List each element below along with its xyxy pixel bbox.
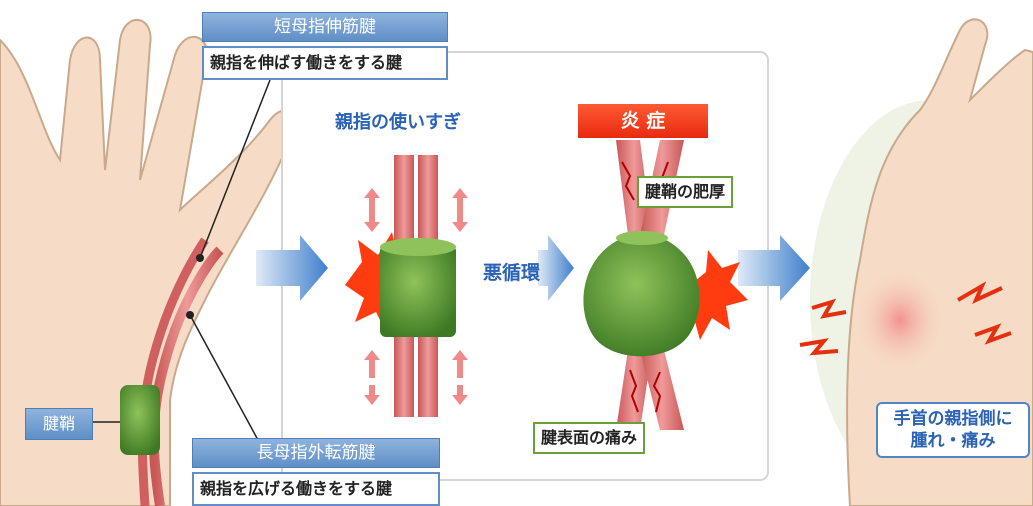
right-hand-illustration (799, 18, 1033, 506)
left-hand-illustration (0, 19, 295, 506)
overuse-label: 親指の使いすぎ (335, 112, 461, 133)
inflammation-label: 炎 症 (578, 104, 708, 138)
inflamed-tendon-illustration (583, 140, 748, 430)
epb-tendon-title: 短母指伸筋腱 (202, 12, 448, 42)
symptom-callout: 手首の親指側に 腫れ・痛み (876, 402, 1030, 458)
flow-arrow-left (256, 235, 328, 301)
apl-tendon-description: 親指を広げる働きをする腱 (192, 472, 440, 506)
sheath-thickening-label: 腱鞘の肥厚 (637, 176, 734, 208)
flow-arrow-right (738, 235, 810, 301)
sheath-label: 腱鞘 (25, 408, 93, 440)
apl-tendon-title: 長母指外転筋腱 (192, 438, 440, 468)
overuse-tendon-illustration (345, 155, 468, 417)
flow-arrow-center (538, 235, 574, 301)
vicious-cycle-label: 悪循環 (483, 262, 541, 284)
symptom-line-1: 手首の親指側に (893, 409, 1013, 429)
tendon-surface-pain-label: 腱表面の痛み (533, 422, 646, 454)
symptom-line-2: 腫れ・痛み (910, 431, 996, 451)
epb-tendon-description: 親指を伸ばす働きをする腱 (202, 46, 448, 80)
